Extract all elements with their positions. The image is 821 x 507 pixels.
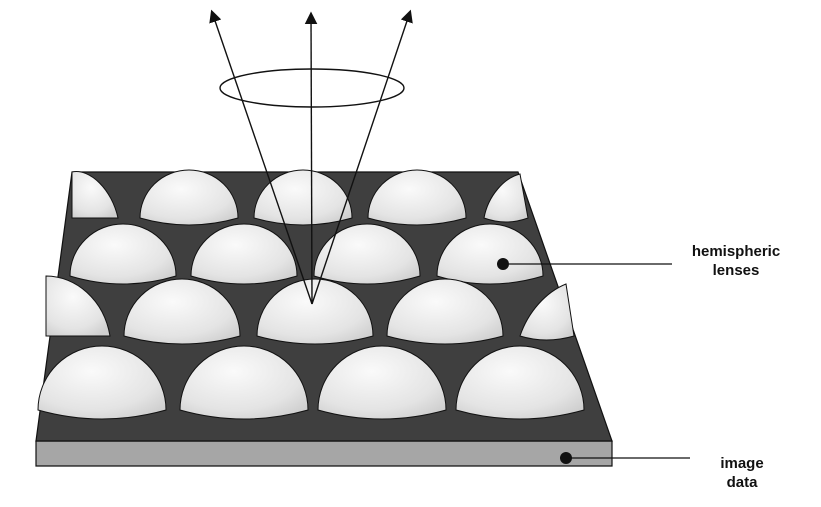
lens-half-left-row1: [71, 171, 119, 219]
image-data-layer: [35, 440, 613, 467]
lens: [455, 345, 585, 420]
lenses-label-line2: lenses: [712, 262, 760, 279]
image-data-label: image data: [700, 454, 784, 492]
lens-highlighted: [436, 223, 544, 285]
image-label-line2: data: [726, 474, 758, 491]
lenses-label-line1: hemispheric: [691, 243, 781, 260]
lens: [179, 345, 309, 420]
lens: [367, 169, 467, 226]
lens-half-left-row3: [45, 275, 111, 337]
lens-half-right-row1: [483, 173, 529, 223]
light-ray-center: [304, 11, 318, 305]
image-data-callout-dot: [560, 452, 572, 464]
lenses-callout-dot: [497, 258, 509, 270]
light-ray-right: [311, 9, 413, 305]
lens: [37, 345, 167, 420]
lens: [139, 169, 239, 226]
lens: [69, 223, 177, 285]
hemispheric-lenses-label: hemispheric lenses: [690, 242, 782, 280]
lens: [317, 345, 447, 420]
image-label-line1: image: [720, 455, 764, 472]
lens: [123, 278, 241, 345]
lens-half-right-row3: [519, 283, 575, 341]
light-ray-left: [209, 9, 313, 305]
lens: [253, 169, 353, 226]
lens: [386, 278, 504, 345]
lens: [313, 223, 421, 285]
lens-center: [256, 278, 374, 345]
lens: [190, 223, 298, 285]
view-cone-ellipse: [219, 68, 405, 108]
